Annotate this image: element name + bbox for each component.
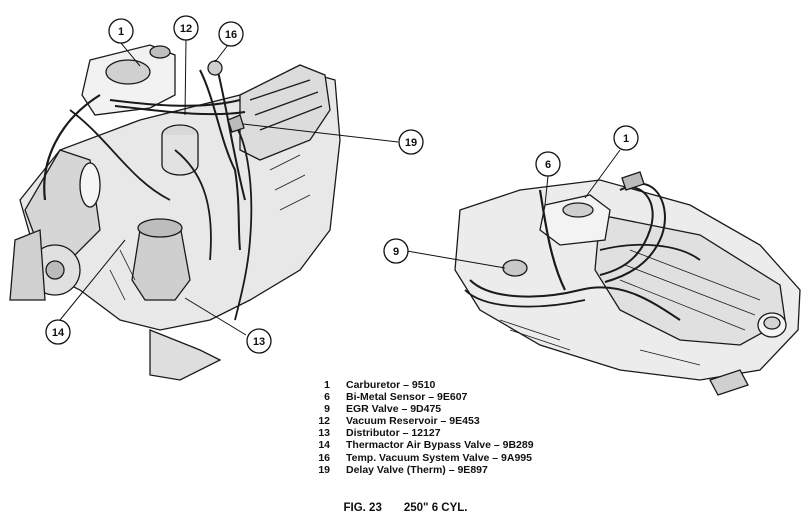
legend-description: Thermactor Air Bypass Valve – 9B289 [346,439,534,452]
legend-description: Vacuum Reservoir – 9E453 [346,415,480,428]
svg-text:14: 14 [52,327,65,339]
legend-description: Bi-Metal Sensor – 9E607 [346,391,468,404]
callout-left-19: 19 [398,129,424,155]
callout-left-13: 13 [246,328,272,354]
parts-legend: 1 Carburetor – 9510 6 Bi-Metal Sensor – … [312,379,612,476]
legend-row: 14 Thermactor Air Bypass Valve – 9B289 [312,439,612,451]
legend-number: 14 [318,439,330,452]
callout-left-1: 1 [108,18,134,44]
left-engine-drawing [9,44,341,381]
callout-left-14: 14 [45,319,71,345]
svg-text:12: 12 [180,23,192,35]
right-engine-drawing [454,171,801,396]
legend-description: Carburetor – 9510 [346,379,436,391]
legend-row: 16 Temp. Vacuum System Valve – 9A995 [312,452,612,464]
svg-text:13: 13 [253,336,265,348]
callout-right-1: 1 [613,125,639,151]
svg-text:16: 16 [225,29,237,41]
legend-number: 1 [324,379,330,391]
callout-right-6: 6 [535,151,561,177]
legend-description: Temp. Vacuum System Valve – 9A995 [346,451,532,464]
legend-row: 13 Distributor – 12127 [312,427,612,439]
svg-text:1: 1 [623,133,629,145]
callout-left-12: 12 [173,15,199,41]
legend-row: 1 Carburetor – 9510 [312,379,612,391]
figure-number: FIG. 23 [343,502,382,514]
svg-text:19: 19 [405,137,417,149]
figure-caption: FIG. 23 250" 6 CYL. [0,502,811,514]
legend-number: 6 [324,391,330,404]
legend-number: 16 [318,451,330,464]
legend-row: 6 Bi-Metal Sensor – 9E607 [312,391,612,403]
engine-label: 250" 6 CYL. [403,502,468,514]
legend-number: 19 [318,463,330,476]
legend-number: 12 [318,415,330,428]
callout-right-9: 9 [383,238,409,264]
svg-text:9: 9 [393,246,399,258]
legend-description: Distributor – 12127 [346,427,441,440]
svg-text:1: 1 [118,26,124,38]
legend-number: 13 [318,427,330,440]
legend-description: Delay Valve (Therm) – 9E897 [346,463,488,476]
legend-description: EGR Valve – 9D475 [346,403,442,416]
callout-left-16: 16 [218,21,244,47]
legend-row: 9 EGR Valve – 9D475 [312,403,612,415]
legend-row: 12 Vacuum Reservoir – 9E453 [312,415,612,427]
svg-text:6: 6 [545,159,551,171]
legend-row: 19 Delay Valve (Therm) – 9E897 [312,464,612,476]
leader-lines [59,39,621,336]
legend-number: 9 [324,403,330,416]
